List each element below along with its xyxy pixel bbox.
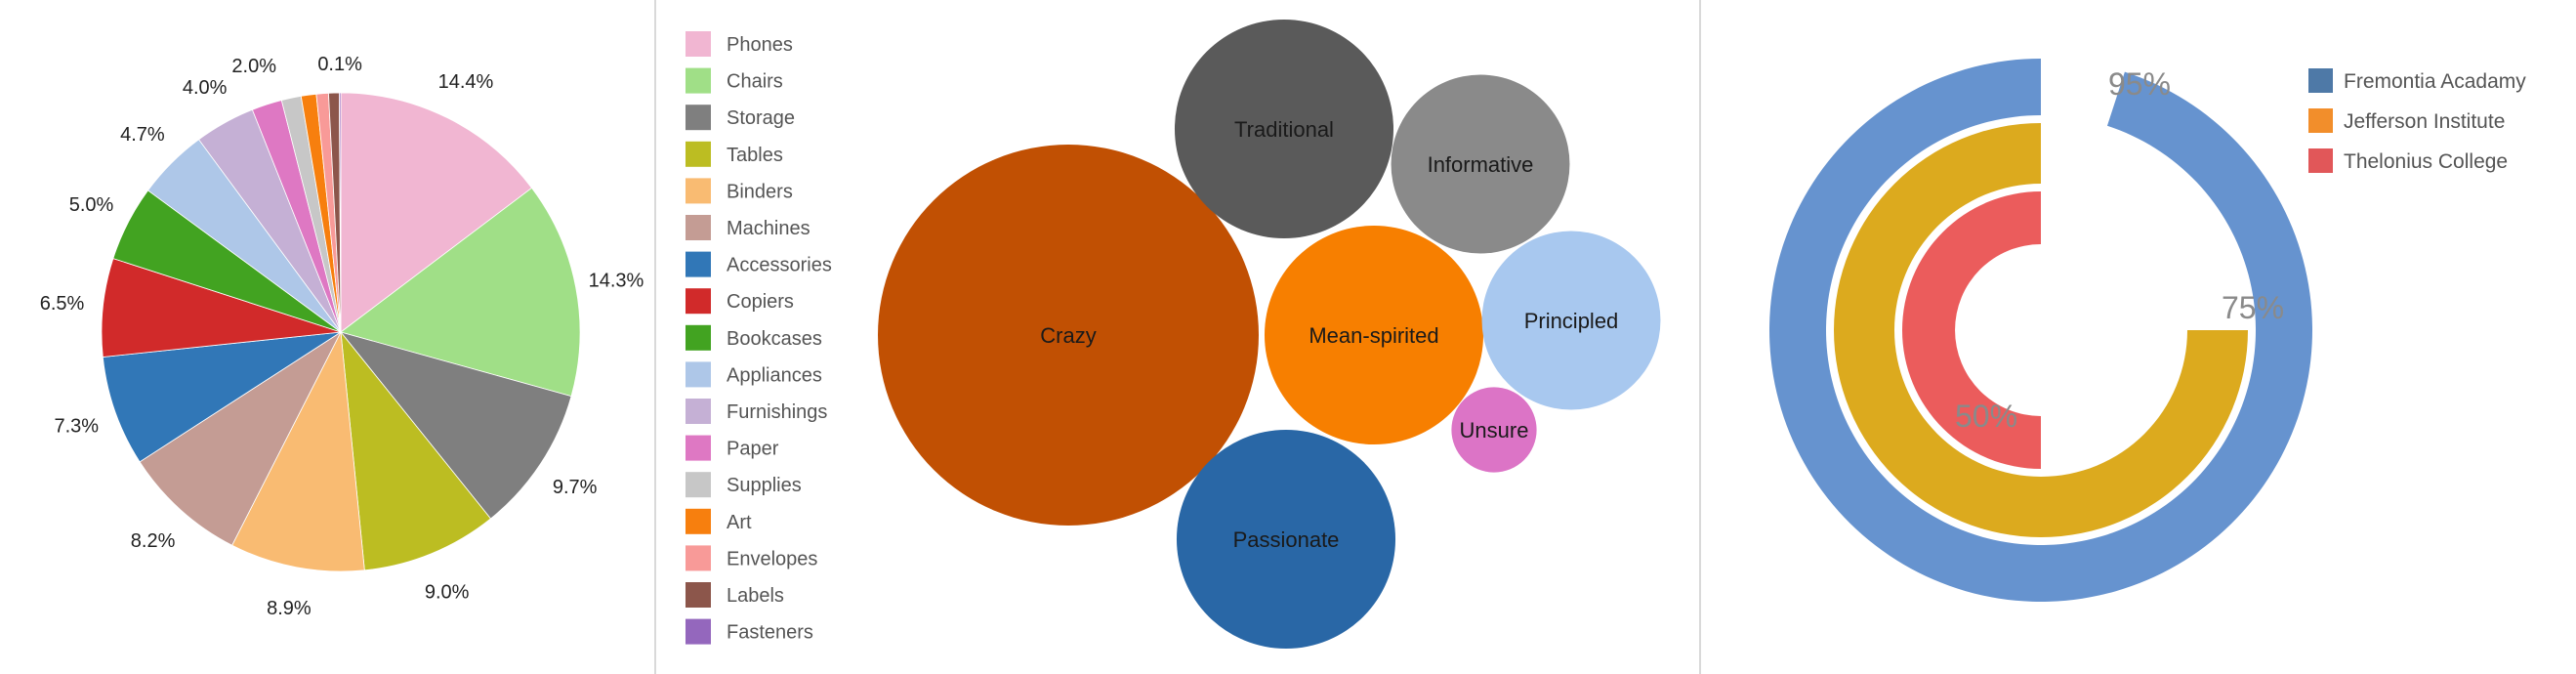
pie-slice-chairs[interactable] [340,187,581,398]
bubble-label-mean-spirited: Mean-spirited [1309,323,1438,348]
legend-swatch-envelopes [686,545,711,571]
legend-swatch-labels [686,582,711,608]
legend-swatch-jefferson-institute [2308,108,2333,133]
data-label-binders: 8.9% [267,598,312,619]
data-label-phones: 14.4% [438,71,494,93]
legend-swatch-fremontia-acadamy [2308,68,2333,93]
legend-item-supplies[interactable]: Supplies [727,475,802,496]
pie-slice-binders[interactable] [231,330,365,572]
legend-swatch-appliances [686,361,711,388]
panel-divider [1699,0,1701,674]
legend-swatch-bookcases [686,324,711,351]
data-label-furnishings: 4.0% [183,77,228,99]
legend-item-accessories[interactable]: Accessories [727,255,832,276]
legend-item-binders[interactable]: Binders [727,181,793,202]
bubble-principled[interactable] [1481,231,1661,410]
radial-bar-thelonius-college[interactable] [1902,191,2041,469]
legend-item-jefferson-institute[interactable]: Jefferson Institute [2344,110,2505,133]
bubble-passionate[interactable] [1176,429,1396,650]
pie-slice-machines[interactable] [139,330,343,546]
bubble-crazy[interactable] [878,145,1259,526]
legend-item-machines[interactable]: Machines [727,218,810,239]
radial-bar-jefferson-institute[interactable] [1834,123,2248,537]
legend-item-fasteners[interactable]: Fasteners [727,622,813,644]
data-label-storage: 9.7% [553,477,598,498]
legend-item-appliances[interactable]: Appliances [727,364,822,386]
bubble-label-unsure: Unsure [1460,418,1529,442]
data-label-bookcases: 5.0% [69,194,114,216]
legend-item-furnishings[interactable]: Furnishings [727,401,827,423]
legend-swatch-copiers [686,288,711,315]
legend-swatch-phones [686,31,711,57]
bubble-traditional[interactable] [1174,19,1394,239]
pie-slice-tables[interactable] [340,330,492,571]
legend-item-envelopes[interactable]: Envelopes [727,548,817,569]
data-label-chairs: 14.3% [589,270,644,291]
bubble-label-crazy: Crazy [1040,323,1096,348]
bubble-chart: PhonesChairsStorageTablesBindersMachines… [686,19,1661,650]
bubble-label-informative: Informative [1428,152,1534,177]
bubble-label-passionate: Passionate [1233,527,1340,552]
bubble-unsure[interactable] [1451,387,1537,473]
data-label-copiers: 6.5% [40,293,85,315]
radial-bar-label-fremontia-acadamy: 95% [2108,66,2171,102]
radial-bar-label-thelonius-college: 50% [1955,399,2017,434]
legend-item-tables[interactable]: Tables [727,145,783,166]
pie-slice-fasteners[interactable] [339,92,342,333]
pie-chart-panel: 14.4% 14.3% 9.7% 9.0% 8.9% 8.2% 7.3% 6.5% 5.0% 4.… [0,0,654,674]
pie-slice-storage[interactable] [339,331,572,520]
legend-item-chairs[interactable]: Chairs [727,71,783,93]
legend-item-bookcases[interactable]: Bookcases [727,328,822,350]
legend-swatch-paper [686,435,711,461]
radial-bar-label-jefferson-institute: 75% [2222,290,2284,325]
legend-item-thelonius-college[interactable]: Thelonius College [2344,150,2508,173]
legend-swatch-accessories [686,251,711,277]
legend-swatch-tables [686,141,711,167]
bubble-label-principled: Principled [1524,309,1619,333]
data-label-paper: 2.0% [231,56,276,77]
data-label-appliances: 4.7% [120,124,165,146]
legend-swatch-storage [686,105,711,131]
legend-item-fremontia-acadamy[interactable]: Fremontia Acadamy [2344,70,2526,93]
data-label-tables: 9.0% [425,582,470,604]
legend-item-phones[interactable]: Phones [727,34,793,56]
legend-item-art[interactable]: Art [727,512,752,533]
legend-swatch-thelonius-college [2308,148,2333,173]
data-label-fasteners: 0.1% [317,54,362,75]
data-label-accessories: 7.3% [54,415,99,437]
pie-chart: 14.4% 14.3% 9.7% 9.0% 8.9% 8.2% 7.3% 6.5% 5.0% 4.… [40,54,644,619]
legend-swatch-art [686,508,711,534]
legend-item-storage[interactable]: Storage [727,107,795,129]
bubble-label-traditional: Traditional [1234,117,1334,142]
pie-slice-accessories[interactable] [102,331,342,463]
legend-swatch-machines [686,215,711,240]
legend-swatch-furnishings [686,399,711,424]
legend-swatch-chairs [686,67,711,94]
legend-item-paper[interactable]: Paper [727,439,779,460]
legend-swatch-fasteners [686,618,711,645]
bubble-mean-spirited[interactable] [1264,225,1484,445]
pie-slice-phones[interactable] [340,92,533,333]
legend-swatch-supplies [686,472,711,498]
bubble-informative[interactable] [1391,74,1570,254]
data-label-machines: 8.2% [131,530,176,552]
legend-item-copiers[interactable]: Copiers [727,291,794,313]
panel-divider [654,0,656,674]
legend-item-labels[interactable]: Labels [727,585,784,607]
legend-swatch-binders [686,178,711,204]
